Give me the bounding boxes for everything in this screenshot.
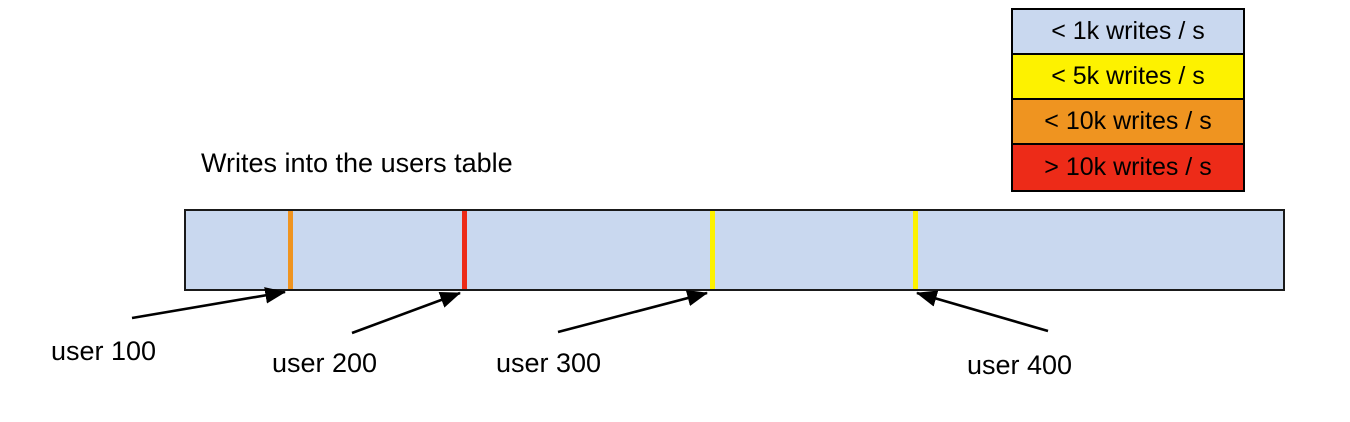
legend-entry-under-5k: < 5k writes / s xyxy=(1013,55,1243,100)
users-table-bar xyxy=(184,209,1285,291)
user-400-label: user 400 xyxy=(967,350,1073,380)
legend-entry-label: > 10k writes / s xyxy=(1044,153,1212,181)
legend-entry-label: < 1k writes / s xyxy=(1051,17,1205,45)
legend-entry-label: < 5k writes / s xyxy=(1051,62,1205,90)
user-200-label: user 200 xyxy=(272,348,378,378)
chart-title: Writes into the users table xyxy=(201,148,513,178)
user-300-label: user 300 xyxy=(496,348,602,378)
legend-entry-label: < 10k writes / s xyxy=(1044,107,1212,135)
legend-entry-over-10k: > 10k writes / s xyxy=(1013,145,1243,190)
user-200-stripe xyxy=(462,211,467,289)
user-100-stripe xyxy=(288,211,293,289)
user-100-label: user 100 xyxy=(51,336,157,366)
user-200-arrow xyxy=(351,291,461,335)
legend-entry-under-10k: < 10k writes / s xyxy=(1013,100,1243,145)
user-400-arrow xyxy=(916,290,1049,333)
user-100-arrow xyxy=(131,287,287,320)
user-300-stripe xyxy=(710,211,715,289)
user-400-stripe xyxy=(913,211,918,289)
legend-entry-under-1k: < 1k writes / s xyxy=(1013,10,1243,55)
user-300-arrow xyxy=(557,289,709,334)
write-rate-legend: < 1k writes / s < 5k writes / s < 10k wr… xyxy=(1011,8,1245,192)
